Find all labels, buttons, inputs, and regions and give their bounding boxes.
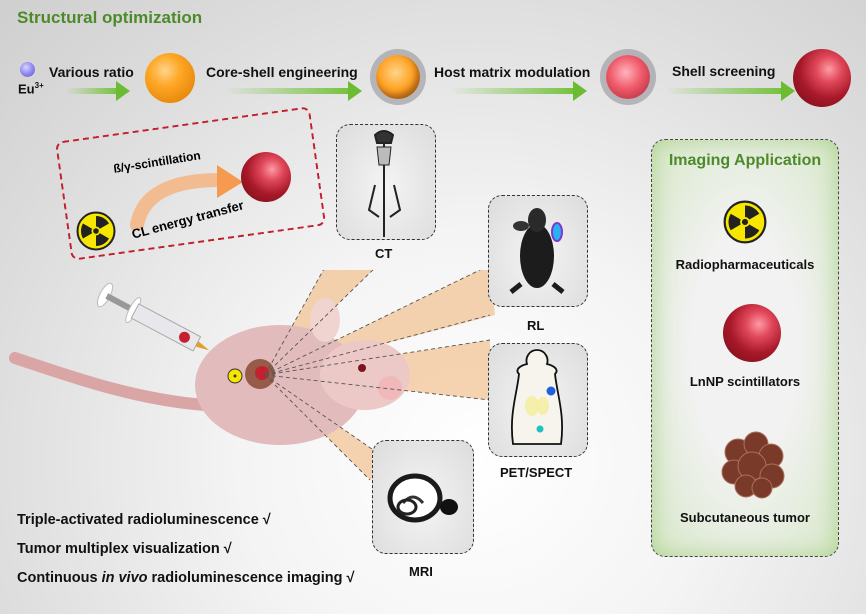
tumor-icon — [721, 431, 785, 499]
application-label-lnnp: LnNP scintillators — [689, 374, 801, 389]
check-icon: √ — [223, 541, 232, 557]
eu-ion-sphere — [20, 62, 35, 77]
step-label-shell-screening: Shell screening — [672, 63, 776, 79]
rl-image-panel — [488, 195, 588, 307]
application-label-radiopharmaceuticals: Radiopharmaceuticals — [675, 257, 815, 272]
mouse-tail — [9, 352, 211, 411]
scintillator-sphere-mechanism — [241, 152, 291, 202]
pet-spect-label: PET/SPECT — [500, 465, 573, 480]
rl-label: RL — [527, 318, 545, 333]
arrow-step-4 — [665, 81, 795, 101]
check-icon: √ — [262, 512, 271, 528]
pet-spect-outline-image — [511, 349, 563, 445]
mri-image-panel — [372, 440, 474, 554]
pet-spect-image-panel — [488, 343, 588, 457]
leader-lines — [264, 270, 491, 481]
claim-2: Tumor multiplex visualization √ — [17, 541, 232, 557]
mouse-ear — [310, 298, 340, 342]
step-label-host-matrix: Host matrix modulation — [434, 64, 591, 80]
check-icon: √ — [346, 570, 355, 586]
radiation-icon — [723, 200, 767, 244]
ct-skeleton-image — [367, 130, 402, 237]
mouse-scene — [9, 270, 495, 481]
host-matrix-sphere — [606, 55, 650, 99]
nanoparticle-in-tumor — [255, 366, 269, 380]
syringe — [96, 282, 210, 352]
mouse-eye — [358, 364, 366, 372]
orange-core-sphere — [145, 53, 195, 103]
nanoparticle-icon — [723, 304, 781, 362]
arrow-step-2 — [225, 81, 362, 101]
step-label-core-shell: Core-shell engineering — [206, 64, 358, 80]
ct-image-panel — [336, 124, 436, 240]
eu-ion-label: Eu3+ — [18, 81, 44, 97]
mri-label: MRI — [409, 564, 433, 579]
imaging-application-title: Imaging Application — [668, 152, 822, 169]
claim-3: Continuous in vivo radioluminescence ima… — [17, 570, 355, 586]
claim-1: Triple-activated radioluminescence √ — [17, 512, 271, 528]
ct-label: CT — [375, 246, 393, 261]
imaging-application-panel: Imaging Application Radiopharmaceuticals… — [651, 139, 839, 557]
section-title: Structural optimization — [17, 8, 203, 27]
core-shell-sphere — [376, 55, 420, 99]
radiation-icon — [76, 211, 116, 251]
radiation-icon-small — [227, 368, 243, 384]
final-scintillator-sphere — [793, 49, 851, 107]
step-label-various-ratio: Various ratio — [49, 64, 134, 80]
mouse-head — [320, 340, 410, 410]
mouse-cheek — [378, 376, 402, 400]
application-label-tumor: Subcutaneous tumor — [679, 510, 810, 525]
energy-transfer-arrow — [130, 165, 243, 230]
rl-mouse-image — [509, 208, 565, 294]
mri-scan-image — [387, 473, 458, 523]
arrow-step-3 — [450, 81, 587, 101]
arrow-step-1 — [66, 81, 130, 101]
